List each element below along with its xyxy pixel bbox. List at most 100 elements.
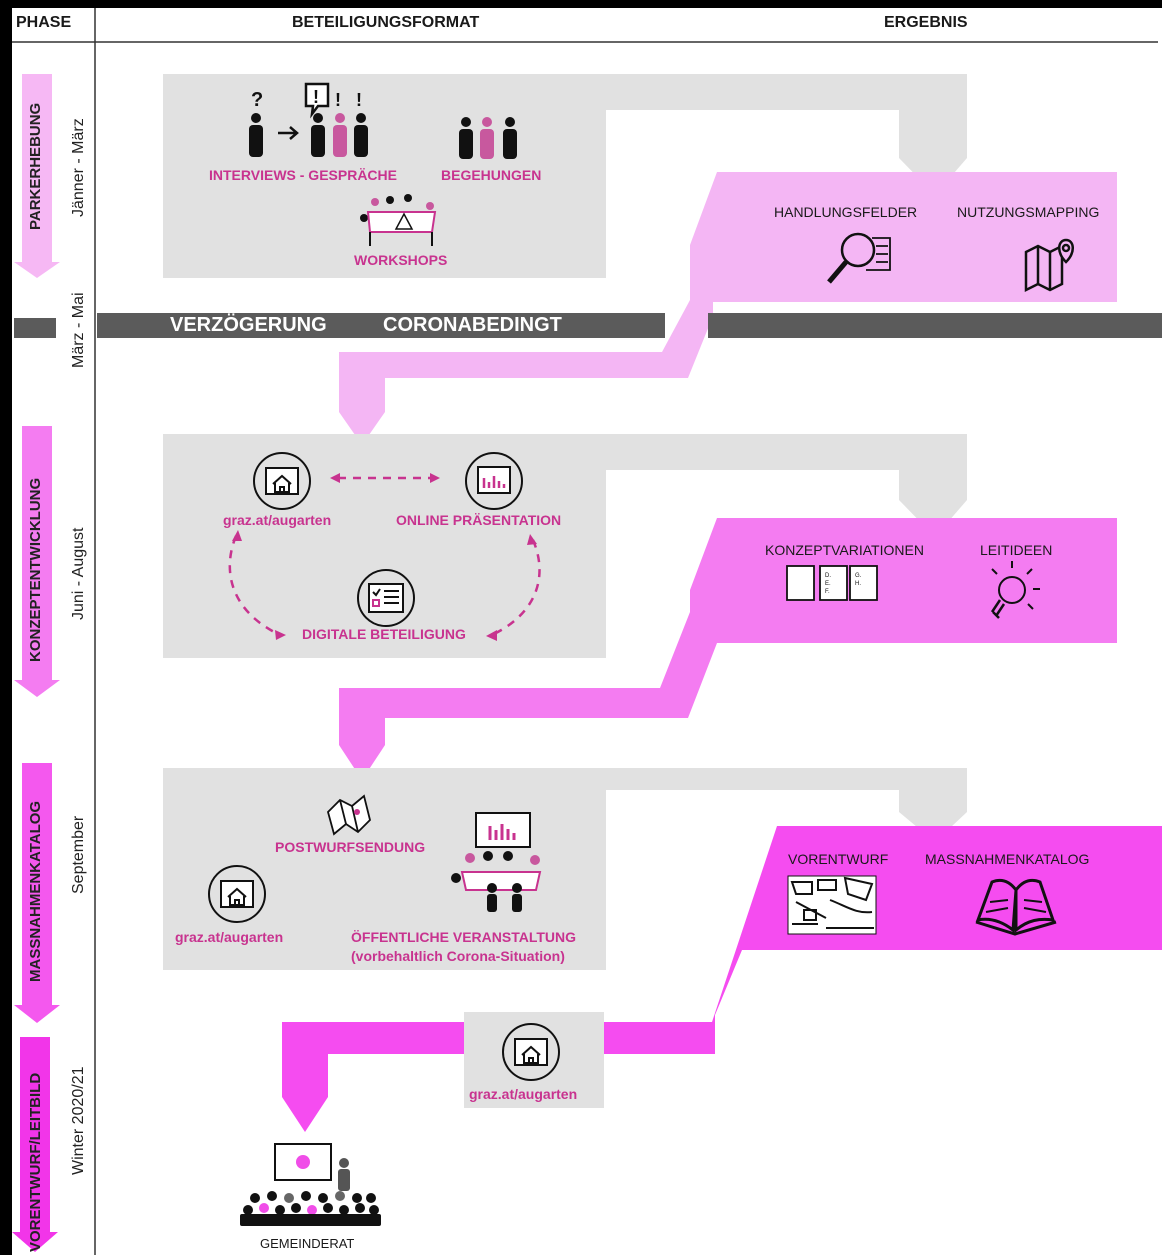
variant-letters: G. — [855, 573, 862, 579]
screen — [274, 1143, 332, 1181]
phase-time-2: Juni - August — [70, 527, 87, 621]
person-head — [451, 873, 461, 883]
arrowhead — [275, 630, 286, 640]
audience-head — [250, 1193, 260, 1203]
variant-letters: E. — [825, 581, 831, 587]
icon-circle — [208, 865, 266, 923]
arrowheads — [232, 473, 537, 641]
label-online-presentation: ONLINE PRÄSENTATION — [396, 512, 562, 528]
document-stack — [866, 237, 891, 271]
chart-bars — [482, 476, 506, 488]
phase-time-3: September — [70, 815, 87, 894]
label-gemeinderat: GEMEINDERAT — [260, 1236, 355, 1251]
house-glyph — [521, 1045, 541, 1064]
council-icon — [240, 1143, 381, 1226]
chart-bars — [488, 824, 516, 840]
variant-letters: H. — [855, 581, 861, 587]
person-head — [426, 202, 434, 210]
bulb-rays — [991, 561, 1040, 610]
flyer-folds — [339, 799, 359, 833]
concept-variations-icon: D. E. F. G. H. — [786, 565, 878, 601]
phase-arrow-1 — [14, 74, 60, 278]
result-box-1 — [339, 172, 1117, 445]
label-digital-participation: DIGITALE BETEILIGUNG — [302, 626, 466, 642]
folded-flyer-icon — [326, 794, 371, 836]
delay-bar — [97, 313, 665, 338]
delay-label-2: CORONABEDINGT — [383, 314, 562, 336]
label-leitideen: LEITIDEEN — [980, 542, 1053, 558]
icon-circle — [465, 452, 523, 510]
delay-label-1: VERZÖGERUNG — [170, 314, 327, 336]
icon-circle — [253, 452, 311, 510]
person-body — [512, 894, 522, 912]
person-head — [503, 851, 513, 861]
label-postwurfsendung: POSTWURFSENDUNG — [275, 839, 426, 855]
table-paper — [394, 212, 414, 230]
header-format: BETEILIGUNGSFORMAT — [292, 14, 480, 31]
phase-arrow-4 — [12, 1037, 58, 1252]
person-head — [360, 214, 368, 222]
arrowhead — [232, 530, 242, 541]
screen-flower — [296, 1155, 310, 1169]
header-phase: PHASE — [16, 14, 72, 31]
house-glyph — [227, 887, 247, 906]
label-nutzungsmapping: NUTZUNGSMAPPING — [957, 204, 1100, 220]
person-head — [487, 883, 497, 893]
label-handlungsfelder: HANDLUNGSFELDER — [774, 204, 918, 220]
book-lines — [985, 899, 1047, 913]
variant-sheet — [819, 565, 848, 601]
audience-head — [355, 1203, 365, 1213]
phase-label-3: MASSNAHMENKATALOG — [27, 800, 44, 982]
audience-head — [291, 1203, 301, 1213]
exclamation-glyph: ! — [313, 87, 319, 107]
interviews-icon: ? ! ! ! — [249, 82, 368, 157]
person-head — [482, 117, 492, 127]
arrowhead — [486, 630, 497, 641]
book-right-page — [1014, 878, 1056, 934]
person-head — [335, 113, 345, 123]
audience-head — [301, 1191, 311, 1201]
website-icon-2 — [208, 865, 266, 923]
person-head — [461, 117, 471, 127]
begehungen-icon — [459, 117, 517, 159]
magnifier-icon — [827, 232, 891, 284]
icon-circle — [357, 569, 415, 627]
book-left-page — [975, 878, 1018, 933]
exclamation-glyph: ! — [335, 90, 341, 110]
audience-head — [339, 1205, 349, 1215]
variant-letters: D. — [825, 573, 831, 579]
delay-bar-right — [708, 313, 1162, 338]
delay-time: März - Mai — [70, 292, 87, 368]
phase-label-4: VORENTWURF/LEITBILD — [27, 1072, 44, 1252]
audience-head — [307, 1205, 317, 1215]
dashed-arrows — [228, 476, 541, 636]
presentation-icon — [465, 452, 523, 510]
speaker-head — [339, 1158, 349, 1168]
magnifier-lens — [840, 232, 876, 268]
bulb-base — [990, 599, 1006, 619]
person-body — [480, 129, 494, 159]
audience-head — [366, 1193, 376, 1203]
browser-window — [220, 880, 254, 908]
format-box-2 — [163, 434, 967, 658]
icon-circle — [502, 1023, 560, 1081]
person-head — [465, 853, 475, 863]
speech-bubble-icon — [304, 82, 330, 119]
flyer-shape — [326, 794, 371, 836]
delay-marker — [14, 318, 56, 338]
flow-to-gemeinderat — [282, 1022, 465, 1132]
label-workshops: WORKSHOPS — [354, 252, 448, 268]
person-body — [487, 894, 497, 912]
phase-time-4: Winter 2020/21 — [70, 1066, 87, 1175]
person-body — [354, 125, 368, 157]
book-cover — [975, 920, 1057, 936]
lightbulb-icon — [990, 561, 1040, 619]
folded-map — [1024, 243, 1064, 293]
audience-head — [323, 1203, 333, 1213]
bulb-glass — [998, 576, 1026, 604]
audience-benches — [240, 1214, 381, 1226]
checkbox-lines — [372, 588, 399, 604]
public-event-icon — [451, 812, 542, 912]
arrowhead — [527, 534, 537, 545]
